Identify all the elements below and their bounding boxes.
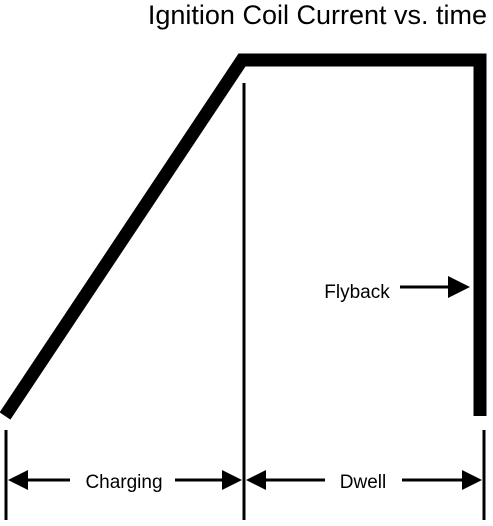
flyback-arrow — [400, 276, 470, 298]
dwell-dimension-arrow — [246, 470, 482, 490]
current-waveform — [0, 53, 487, 420]
diagram-title: Ignition Coil Current vs. time — [148, 0, 487, 30]
flyback-label: Flyback — [324, 282, 390, 303]
charging-dimension-arrow — [8, 470, 242, 490]
charging-label: Charging — [85, 472, 162, 493]
dwell-label: Dwell — [340, 472, 386, 493]
